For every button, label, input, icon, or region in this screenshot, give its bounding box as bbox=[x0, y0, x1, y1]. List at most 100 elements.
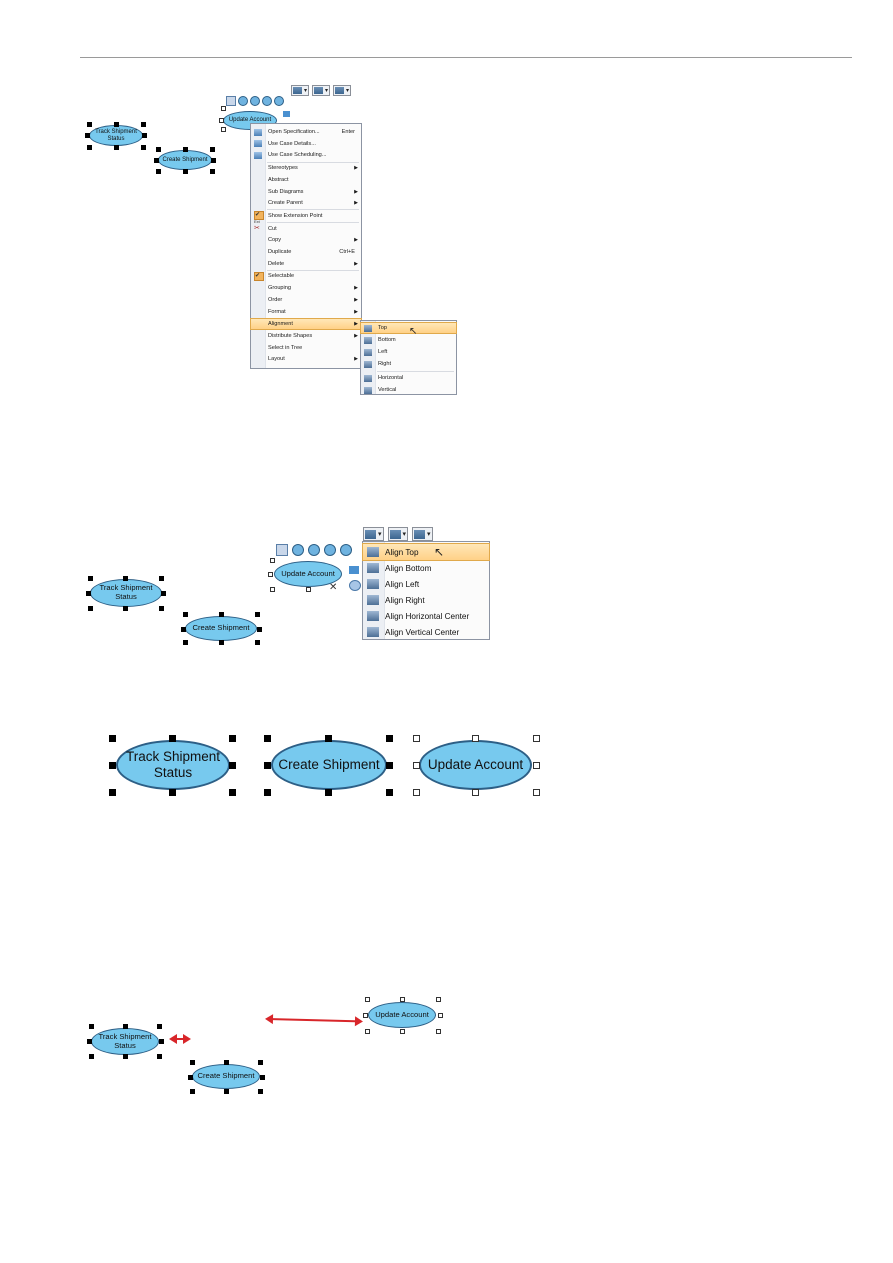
selection-handle[interactable] bbox=[365, 1029, 370, 1034]
selection-handle[interactable] bbox=[386, 735, 393, 742]
selection-handle[interactable] bbox=[472, 789, 479, 796]
submenu-item-bottom[interactable]: Bottom bbox=[361, 335, 456, 345]
use-case-update-account[interactable]: Update Account bbox=[368, 1002, 436, 1028]
align-button[interactable]: ▾ bbox=[291, 85, 310, 96]
selection-handle[interactable] bbox=[88, 576, 93, 581]
extend-icon[interactable] bbox=[308, 544, 320, 556]
selection-handle[interactable] bbox=[183, 169, 188, 174]
dropdown-item-align-right[interactable]: Align Right bbox=[363, 592, 489, 608]
use-case-update-account[interactable]: Update Account bbox=[419, 740, 532, 790]
delete-icon[interactable]: ✕ bbox=[329, 582, 338, 593]
selection-handle[interactable] bbox=[183, 147, 188, 152]
selection-handle[interactable] bbox=[400, 1029, 405, 1034]
selection-handle[interactable] bbox=[472, 735, 479, 742]
actor-icon[interactable] bbox=[226, 96, 236, 106]
menu-item-copy[interactable]: Copy▶ bbox=[251, 235, 361, 245]
menu-item-alignment[interactable]: Alignment▶ bbox=[250, 318, 362, 331]
selection-handle[interactable] bbox=[88, 606, 93, 611]
menu-item-grouping[interactable]: Grouping▶ bbox=[251, 283, 361, 293]
match-size-button[interactable]: ▾ bbox=[412, 527, 433, 541]
selection-handle[interactable] bbox=[190, 1089, 195, 1094]
submenu-item-left[interactable]: Left bbox=[361, 347, 456, 357]
selection-handle[interactable] bbox=[306, 587, 311, 592]
selection-handle[interactable] bbox=[257, 627, 262, 632]
selection-handle[interactable] bbox=[154, 158, 159, 163]
selection-handle[interactable] bbox=[386, 762, 393, 769]
selection-handle[interactable] bbox=[438, 1013, 443, 1018]
selection-handle[interactable] bbox=[190, 1060, 195, 1065]
selection-handle[interactable] bbox=[87, 1039, 92, 1044]
selection-handle[interactable] bbox=[159, 576, 164, 581]
distribute-button[interactable]: ▾ bbox=[387, 527, 409, 541]
selection-handle[interactable] bbox=[123, 1054, 128, 1059]
selection-handle[interactable] bbox=[210, 147, 215, 152]
selection-handle[interactable] bbox=[436, 997, 441, 1002]
use-case-create-shipment[interactable]: Create Shipment bbox=[192, 1064, 260, 1089]
include-icon[interactable] bbox=[292, 544, 304, 556]
association-icon[interactable] bbox=[324, 544, 336, 556]
dropdown-item-align-horizontal-center[interactable]: Align Horizontal Center bbox=[363, 608, 489, 624]
use-case-track-shipment[interactable]: Track Shipment Status bbox=[116, 740, 230, 790]
selection-handle[interactable] bbox=[260, 1075, 265, 1080]
selection-handle[interactable] bbox=[255, 612, 260, 617]
dropdown-item-align-bottom[interactable]: Align Bottom bbox=[363, 560, 489, 576]
selection-handle[interactable] bbox=[264, 735, 271, 742]
selection-handle[interactable] bbox=[270, 558, 275, 563]
menu-item-open-specification[interactable]: Open Specification...Enter bbox=[251, 127, 361, 137]
selection-handle[interactable] bbox=[533, 762, 540, 769]
selection-handle[interactable] bbox=[270, 587, 275, 592]
extend-icon[interactable] bbox=[250, 96, 260, 106]
selection-handle[interactable] bbox=[219, 118, 224, 123]
selection-handle[interactable] bbox=[533, 789, 540, 796]
association-icon[interactable] bbox=[262, 96, 272, 106]
selection-handle[interactable] bbox=[229, 735, 236, 742]
selection-handle[interactable] bbox=[221, 127, 226, 132]
model-element-icon[interactable] bbox=[283, 111, 290, 117]
selection-handle[interactable] bbox=[159, 1039, 164, 1044]
selection-handle[interactable] bbox=[365, 997, 370, 1002]
selection-handle[interactable] bbox=[325, 735, 332, 742]
selection-handle[interactable] bbox=[400, 997, 405, 1002]
selection-handle[interactable] bbox=[219, 612, 224, 617]
selection-handle[interactable] bbox=[210, 169, 215, 174]
actor-icon[interactable] bbox=[276, 544, 288, 556]
selection-handle[interactable] bbox=[188, 1075, 193, 1080]
selection-handle[interactable] bbox=[169, 735, 176, 742]
selection-handle[interactable] bbox=[211, 158, 216, 163]
submenu-item-top[interactable]: Top bbox=[360, 322, 457, 334]
selection-handle[interactable] bbox=[159, 606, 164, 611]
selection-handle[interactable] bbox=[157, 1054, 162, 1059]
selection-handle[interactable] bbox=[123, 1024, 128, 1029]
menu-item-use-case-scheduling[interactable]: Use Case Scheduling... bbox=[251, 150, 361, 160]
menu-item-format[interactable]: Format▶ bbox=[251, 307, 361, 317]
selection-handle[interactable] bbox=[229, 762, 236, 769]
menu-item-stereotypes[interactable]: Stereotypes▶ bbox=[251, 163, 361, 173]
selection-handle[interactable] bbox=[386, 789, 393, 796]
selection-handle[interactable] bbox=[224, 1060, 229, 1065]
selection-handle[interactable] bbox=[141, 145, 146, 150]
align-button[interactable]: ▾ bbox=[363, 527, 384, 541]
selection-handle[interactable] bbox=[85, 133, 90, 138]
selection-handle[interactable] bbox=[114, 145, 119, 150]
selection-handle[interactable] bbox=[264, 789, 271, 796]
use-case-track-shipment[interactable]: Track Shipment Status bbox=[89, 125, 143, 146]
selection-handle[interactable] bbox=[109, 789, 116, 796]
submenu-item-right[interactable]: Right bbox=[361, 359, 456, 369]
dropdown-item-align-left[interactable]: Align Left bbox=[363, 576, 489, 592]
selection-handle[interactable] bbox=[413, 762, 420, 769]
selection-handle[interactable] bbox=[87, 122, 92, 127]
use-case-create-shipment[interactable]: Create Shipment bbox=[271, 740, 387, 790]
selection-handle[interactable] bbox=[413, 789, 420, 796]
generalization-icon[interactable] bbox=[340, 544, 352, 556]
selection-handle[interactable] bbox=[109, 762, 116, 769]
selection-handle[interactable] bbox=[255, 640, 260, 645]
selection-handle[interactable] bbox=[123, 606, 128, 611]
selection-handle[interactable] bbox=[156, 169, 161, 174]
selection-handle[interactable] bbox=[156, 147, 161, 152]
selection-handle[interactable] bbox=[86, 591, 91, 596]
selection-handle[interactable] bbox=[109, 735, 116, 742]
selection-handle[interactable] bbox=[219, 640, 224, 645]
match-size-button[interactable]: ▾ bbox=[333, 85, 352, 96]
distribute-button[interactable]: ▾ bbox=[312, 85, 331, 96]
